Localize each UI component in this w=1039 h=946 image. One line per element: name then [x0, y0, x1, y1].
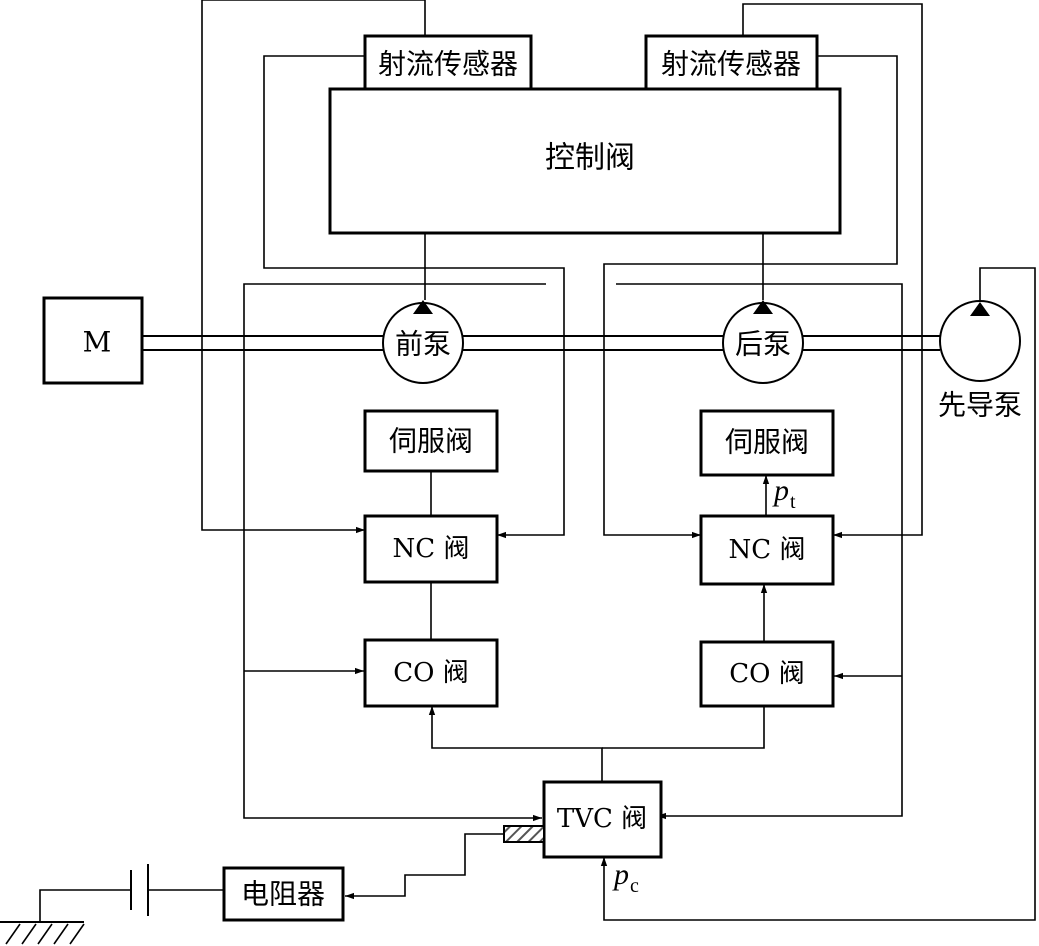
motor-label: M — [83, 326, 112, 359]
front-pump — [382, 300, 464, 384]
connection-lines — [39, 0, 1036, 922]
pc-pressure-label: p — [612, 858, 629, 891]
solenoid-actuator — [503, 825, 545, 843]
nc-valve-left-label: NC 阀 — [393, 534, 470, 564]
servo-valve-left-box — [363, 409, 499, 473]
jet-sensor-right-box — [644, 34, 819, 91]
wire-pilot-to-tvc — [600, 267, 1036, 921]
wire-rear-pump-loop — [616, 283, 903, 820]
control-valve-box — [328, 87, 842, 235]
wire-tvc-to-co — [428, 706, 603, 782]
wire-battery-to-ground — [39, 889, 131, 922]
ground-symbol — [0, 921, 85, 945]
jet-sensor-left-box — [363, 34, 533, 91]
wire-tvc-to-co-right — [602, 706, 765, 749]
nc-valve-left-box — [363, 514, 499, 584]
jet-sensor-right-label: 射流传感器 — [661, 48, 801, 81]
resistor-box — [222, 866, 345, 922]
servo-valve-right-box — [699, 409, 835, 477]
co-valve-right-box — [699, 640, 835, 708]
wire-left-sensor-inner — [263, 55, 565, 539]
pilot-pump — [939, 300, 1021, 382]
pilot-pump-label: 先导泵 — [938, 389, 1022, 422]
servo-valve-left-label: 伺服阀 — [389, 425, 473, 458]
wire-front-pump-loop — [243, 283, 546, 822]
nc-valve-right-label: NC 阀 — [729, 535, 806, 565]
pt-pressure-label: p — [772, 474, 789, 507]
jet-sensor-left-label: 射流传感器 — [378, 48, 518, 81]
co-valve-left-box — [363, 638, 499, 708]
co-valve-right-label: CO 阀 — [729, 659, 804, 689]
rear-pump — [722, 300, 804, 384]
control-valve-label: 控制阀 — [545, 141, 635, 176]
pt-pressure-subscript: t — [790, 491, 796, 513]
tvc-valve-box — [542, 780, 663, 859]
rear-pump-label: 后泵 — [735, 328, 791, 361]
pc-pressure-subscript: c — [630, 875, 639, 897]
drive-shaft — [142, 335, 940, 351]
wire-solenoid-to-resistor — [345, 833, 504, 900]
motor-box — [42, 296, 144, 385]
battery-symbol — [130, 864, 149, 916]
wire-left-sensor-outer — [201, 0, 426, 534]
servo-valve-right-label: 伺服阀 — [725, 426, 809, 459]
wire-right-sensor-inner — [603, 55, 898, 539]
wire-right-sensor-outer — [742, 3, 923, 539]
front-pump-label: 前泵 — [395, 328, 451, 361]
nc-valve-right-box — [699, 514, 835, 586]
resistor-label: 电阻器 — [241, 878, 325, 911]
co-valve-left-label: CO 阀 — [393, 658, 468, 688]
tvc-valve-label: TVC 阀 — [557, 804, 647, 834]
